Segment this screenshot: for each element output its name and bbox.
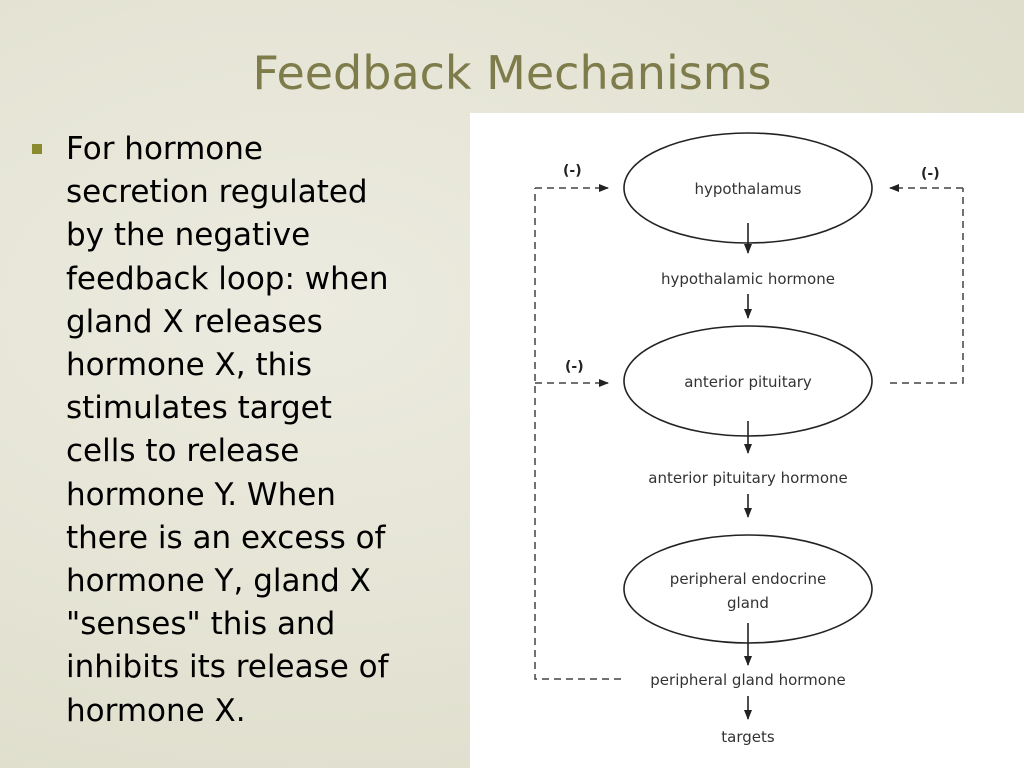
feedback-line-right bbox=[890, 188, 964, 384]
bullet-line: For hormone bbox=[66, 131, 263, 167]
bullet-marker bbox=[32, 144, 42, 154]
inhibition-label-middle-left: (-) bbox=[565, 359, 584, 375]
targets-label: targets bbox=[721, 728, 775, 746]
bullet-line: secretion regulated bbox=[66, 174, 368, 211]
anterior-pituitary-label: anterior pituitary bbox=[684, 373, 812, 391]
feedback-diagram-svg: hypothalamus anterior pituitary peripher… bbox=[534, 132, 964, 746]
bullet-line: cells to release bbox=[66, 433, 300, 470]
slide-title: Feedback Mechanisms bbox=[252, 46, 772, 100]
peripheral-gland-label-line2: gland bbox=[727, 594, 769, 612]
bullet-line: hormone X. bbox=[66, 692, 246, 729]
anterior-pituitary-hormone-label: anterior pituitary hormone bbox=[648, 469, 848, 487]
peripheral-gland-hormone-label: peripheral gland hormone bbox=[650, 671, 845, 689]
hypothalamus-label: hypothalamus bbox=[695, 180, 802, 198]
hypothalamic-hormone-label: hypothalamic hormone bbox=[661, 270, 835, 288]
bullet-line: stimulates target bbox=[66, 390, 332, 427]
bullet-line: "senses" this and bbox=[66, 606, 336, 643]
bullet-line: hormone Y. When bbox=[66, 476, 336, 513]
bullet-line: there is an excess of bbox=[66, 519, 386, 556]
bullet-line: by the negative bbox=[66, 217, 311, 254]
peripheral-gland-label-line1: peripheral endocrine bbox=[670, 570, 826, 588]
bullet-line: feedback loop: when bbox=[66, 260, 389, 297]
bullet-line: gland X releases bbox=[66, 303, 323, 340]
feedback-diagram: hypothalamus anterior pituitary peripher… bbox=[470, 113, 1024, 768]
bullet-paragraph: For hormone secretion regulated by the n… bbox=[66, 128, 466, 733]
bullet-line: inhibits its release of bbox=[66, 649, 389, 686]
inhibition-label-top-right: (-) bbox=[921, 166, 940, 182]
inhibition-label-top-left: (-) bbox=[563, 163, 582, 179]
bullet-line: hormone X, this bbox=[66, 347, 313, 384]
feedback-line-left bbox=[534, 188, 621, 680]
bullet-line: hormone Y, gland X bbox=[66, 563, 371, 600]
